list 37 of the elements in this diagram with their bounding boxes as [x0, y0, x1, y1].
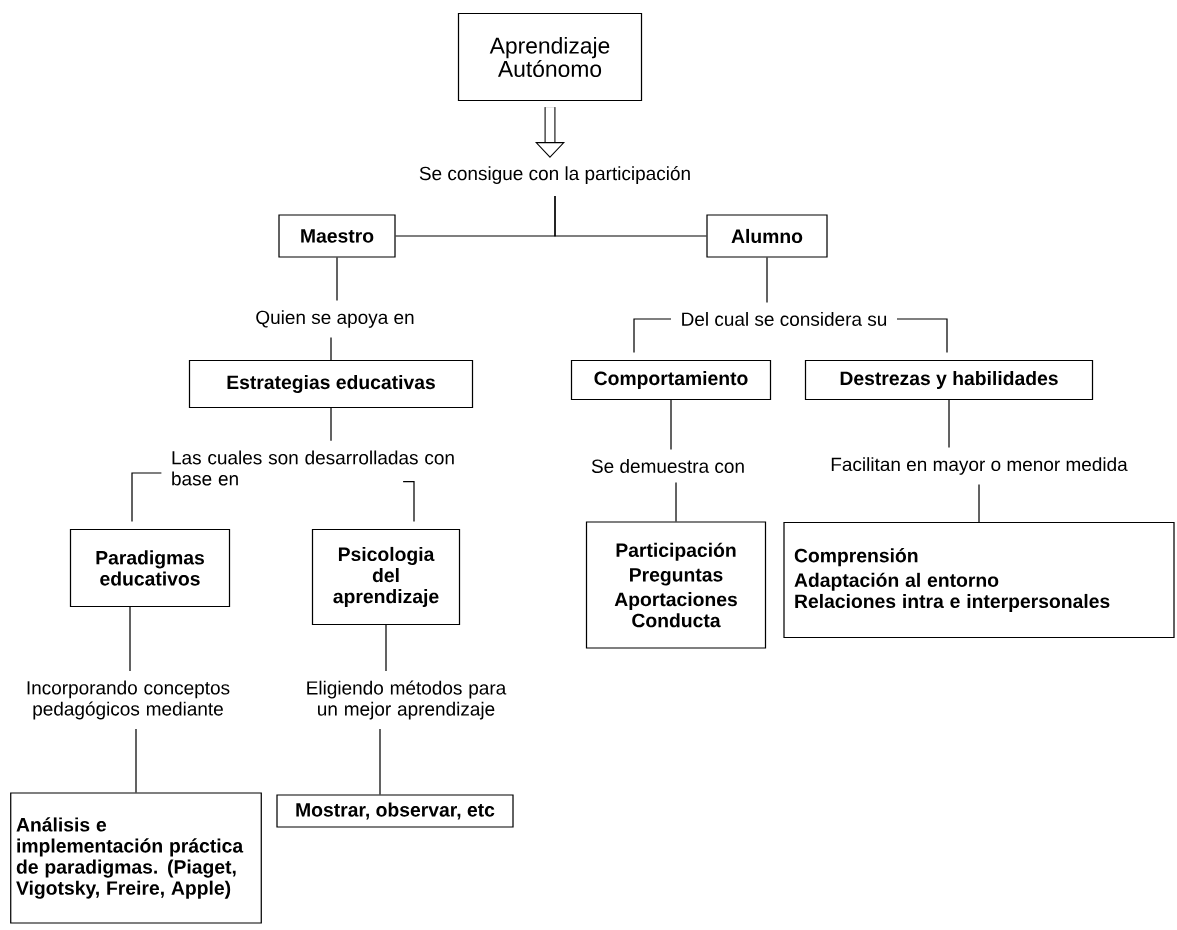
- linking-phrase: Quien se apoya en: [256, 310, 414, 328]
- connector-line: [675, 481, 677, 522]
- connector-line: [402, 481, 415, 522]
- concept-box: Comprensión Adaptación al entorno Relaciones intra e interpersonales: [783, 521, 1175, 639]
- linking-phrase: Facilitan en mayor o menor medida: [831, 457, 1128, 475]
- connector-line: [135, 728, 137, 793]
- concept-box: Comportamiento: [570, 359, 772, 401]
- concept-box: Análisis e implementación práctica de paradigmas. (Piaget, Vigotsky, Freire, Apple): [10, 792, 262, 924]
- linking-phrase: Se demuestra con: [591, 459, 744, 473]
- connector-line: [330, 336, 332, 361]
- concept-box: Participación Preguntas Aportaciones Conducta: [585, 521, 767, 649]
- connector-line: [379, 728, 381, 795]
- concept-box: Mostrar, observar, etc: [276, 794, 514, 828]
- connector-line: [633, 318, 672, 353]
- connector-line: [554, 195, 707, 237]
- concept-box: Alumno: [706, 214, 828, 258]
- connector-line: [385, 624, 387, 672]
- connector-line: [896, 318, 948, 353]
- concept-box: Aprendizaje Autónomo: [457, 12, 643, 102]
- linking-phrase: Eligiendo métodos para un mejor aprendizaje: [307, 680, 507, 720]
- concept-box: Psicologia del aprendizaje: [311, 528, 461, 626]
- linking-phrase: Las cuales son desarrolladas con base en: [172, 450, 454, 486]
- linking-phrase: Incorporando conceptos pedagógicos mediante: [27, 680, 230, 720]
- connector-line: [330, 407, 332, 442]
- connector-line: [948, 399, 950, 449]
- concept-box: Maestro: [278, 214, 396, 258]
- concept-box: Estrategias educativas: [188, 359, 474, 409]
- connector-line: [670, 399, 672, 451]
- linking-phrase: Se consigue con la participación: [419, 166, 690, 184]
- linking-phrase: Del cual se considera su: [682, 312, 887, 326]
- concept-box: Destrezas y habilidades: [804, 359, 1094, 401]
- connector-line: [129, 606, 131, 672]
- connector-line: [336, 257, 338, 302]
- connector-line: [131, 472, 162, 522]
- connector-line: [766, 257, 768, 304]
- connector-line: [978, 483, 980, 523]
- concept-box: Paradigmas educativos: [69, 528, 231, 608]
